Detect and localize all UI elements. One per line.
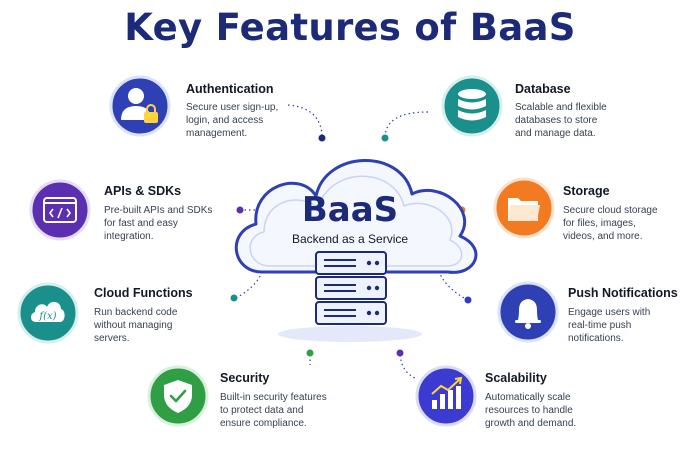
feature-desc-cloud-functions: Run backend code without managing server… bbox=[94, 306, 177, 345]
desc-line: servers. bbox=[94, 333, 130, 344]
connector-dot bbox=[236, 206, 244, 214]
desc-line: Pre-built APIs and SDKs bbox=[104, 205, 213, 216]
feature-desc-storage: Secure cloud storage for files, images, … bbox=[563, 204, 658, 243]
page-title: Key Features of BaaS bbox=[124, 6, 576, 49]
feature-title-storage: Storage bbox=[563, 184, 610, 198]
desc-line: management. bbox=[186, 128, 248, 139]
feature-title-cloud-functions: Cloud Functions bbox=[94, 286, 193, 300]
desc-line: for files, images, bbox=[563, 218, 636, 229]
folder-icon bbox=[493, 177, 555, 239]
code-window-icon bbox=[29, 179, 91, 241]
desc-line: for fast and easy bbox=[104, 218, 178, 229]
desc-line: Built-in security features bbox=[220, 392, 327, 403]
cloud-function-icon: f(x) bbox=[17, 282, 79, 344]
feature-title-authentication: Authentication bbox=[186, 82, 274, 96]
feature-title-scalability: Scalability bbox=[485, 371, 547, 385]
desc-line: databases to store bbox=[515, 115, 598, 126]
feature-desc-authentication: Secure user sign-up, login, and access m… bbox=[186, 101, 278, 140]
feature-title-database: Database bbox=[515, 82, 571, 96]
connector-dot bbox=[381, 134, 389, 142]
shield-check-icon bbox=[147, 365, 209, 427]
feature-title-security: Security bbox=[220, 371, 270, 385]
baas-subtitle: Backend as a Service bbox=[291, 232, 409, 246]
connector-dot bbox=[464, 296, 472, 304]
feature-desc-scalability: Automatically scale resources to handle … bbox=[485, 391, 576, 430]
desc-line: growth and demand. bbox=[485, 418, 577, 429]
growth-chart-icon bbox=[415, 365, 477, 427]
feature-title-apis-sdks: APIs & SDKs bbox=[104, 184, 182, 198]
baas-title: BaaS bbox=[301, 190, 399, 230]
connector-cloud-functions bbox=[231, 271, 263, 301]
desc-line: resources to handle bbox=[485, 405, 573, 416]
desc-line: Automatically scale bbox=[485, 392, 571, 403]
database-icon bbox=[441, 75, 503, 137]
desc-line: Secure cloud storage bbox=[563, 205, 658, 216]
connector-scalability bbox=[399, 354, 416, 379]
desc-line: videos, and more. bbox=[563, 231, 643, 242]
connector-dot bbox=[230, 294, 238, 302]
desc-line: Secure user sign-up, bbox=[186, 102, 279, 113]
desc-line: without managing bbox=[94, 320, 173, 331]
desc-line: notifications. bbox=[568, 333, 624, 344]
server-stack-icon bbox=[278, 251, 422, 342]
connector-authentication bbox=[287, 104, 323, 139]
desc-line: login, and access bbox=[186, 115, 264, 126]
connector-dot bbox=[396, 349, 404, 357]
svg-text:f(x): f(x) bbox=[38, 311, 56, 322]
desc-line: to protect data and bbox=[220, 405, 304, 416]
cloud-icon bbox=[234, 159, 478, 274]
desc-line: Run backend code bbox=[94, 307, 178, 318]
desc-line: Engage users with bbox=[568, 307, 651, 318]
desc-line: real-time push bbox=[568, 320, 632, 331]
connector-push bbox=[439, 273, 469, 301]
feature-desc-database: Scalable and flexible databases to store… bbox=[515, 101, 607, 140]
feature-desc-security: Built-in security features to protect da… bbox=[220, 391, 327, 430]
connector-dot bbox=[306, 349, 314, 357]
desc-line: and manage data. bbox=[515, 128, 596, 139]
desc-line: ensure compliance. bbox=[220, 418, 307, 429]
user-lock-icon bbox=[109, 75, 171, 137]
feature-desc-apis-sdks: Pre-built APIs and SDKs for fast and eas… bbox=[104, 204, 212, 243]
feature-title-push-notifications: Push Notifications bbox=[568, 286, 678, 300]
connector-database bbox=[384, 111, 429, 139]
desc-line: integration. bbox=[104, 231, 154, 242]
feature-desc-push-notifications: Engage users with real-time push notific… bbox=[568, 306, 650, 345]
desc-line: Scalable and flexible bbox=[515, 102, 607, 113]
connector-dot bbox=[318, 134, 326, 142]
bell-icon bbox=[497, 281, 559, 343]
